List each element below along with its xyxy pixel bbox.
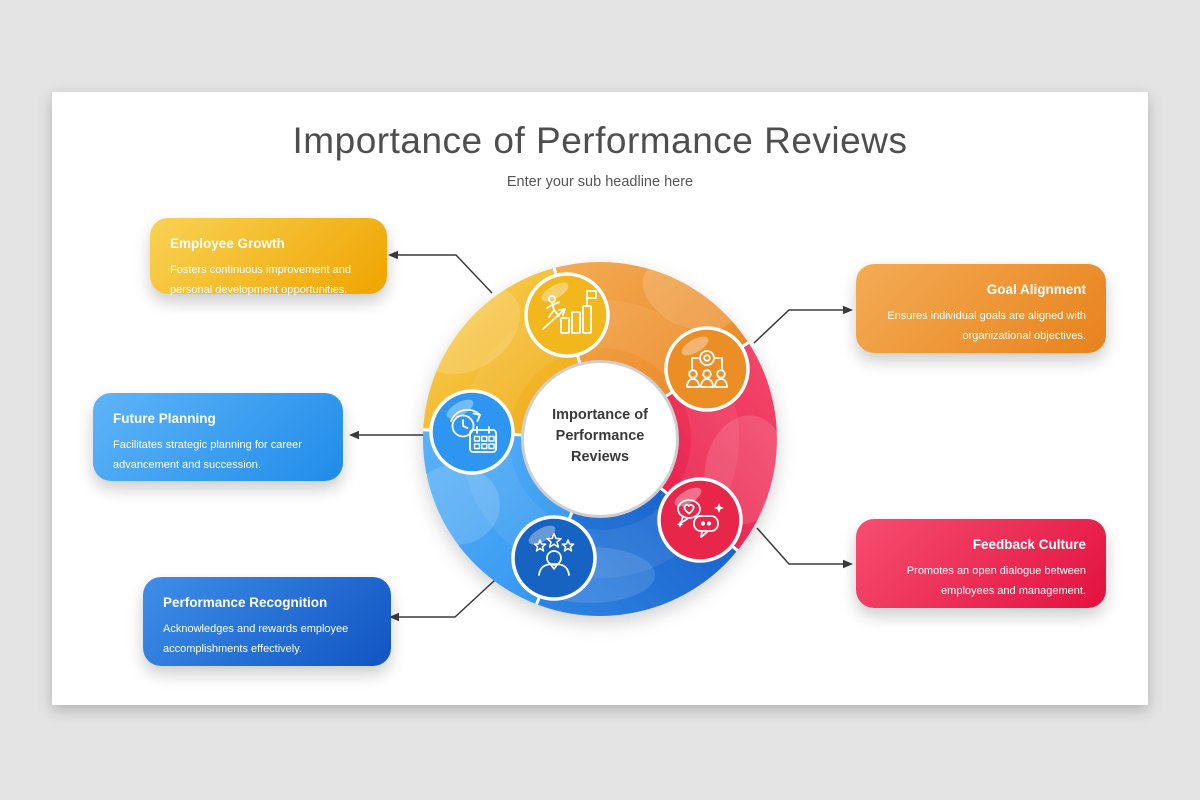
arrowhead-left-icon <box>388 250 398 260</box>
connector-goal-alignment <box>753 309 844 344</box>
growth-stairs-flag-icon <box>542 290 597 334</box>
callout-description: Promotes an open dialogue between employ… <box>906 565 1086 597</box>
center-circle[interactable] <box>521 360 679 518</box>
callout-description: Acknowledges and rewards employee accomp… <box>163 623 349 655</box>
callout-title: Employee Growth <box>170 236 285 251</box>
clock-calendar-icon <box>450 408 497 453</box>
icon-circle-goal-alignment[interactable] <box>664 326 750 412</box>
connector-arrowheads <box>349 250 853 622</box>
team-target-icon <box>686 350 728 388</box>
callout-title: Goal Alignment <box>986 282 1086 297</box>
page-subtitle[interactable]: Enter your sub headline here <box>506 174 694 190</box>
icon-circle-future-planning[interactable] <box>429 389 515 475</box>
callout-performance-recognition[interactable]: Performance Recognition Acknowledges and… <box>143 577 391 666</box>
callout-description: Ensures individual goals are aligned wit… <box>887 310 1086 342</box>
connector-employee-growth <box>396 254 493 294</box>
arrowhead-left-icon <box>349 430 359 440</box>
icon-circle-employee-growth[interactable] <box>524 272 610 358</box>
callout-future-planning[interactable]: Future Planning Facilitates strategic pl… <box>93 393 343 481</box>
callout-title: Performance Recognition <box>163 595 328 610</box>
callout-goal-alignment[interactable]: Goal Alignment Ensures individual goals … <box>856 264 1106 353</box>
callout-title: Feedback Culture <box>972 537 1086 552</box>
callout-feedback-culture[interactable]: Feedback Culture Promotes an open dialog… <box>856 519 1106 608</box>
connector-feedback-culture <box>756 527 844 565</box>
callout-description: Fosters continuous improvement and perso… <box>170 264 351 296</box>
connector-lines <box>357 254 844 618</box>
center-circle-label: Importance of Performance Reviews <box>552 407 648 465</box>
icon-circle-performance-recognition[interactable] <box>511 515 597 601</box>
chat-bubbles-icon <box>676 499 724 538</box>
arrowhead-left-icon <box>389 612 399 622</box>
person-stars-icon <box>533 532 575 576</box>
page-title[interactable]: Importance of Performance Reviews <box>292 120 908 161</box>
callout-description: Facilitates strategic planning for caree… <box>113 439 302 471</box>
arrowhead-right-icon <box>843 559 853 569</box>
icon-circle-feedback-culture[interactable] <box>657 477 743 563</box>
arrowhead-right-icon <box>843 305 853 315</box>
connector-performance-recognition <box>397 579 496 618</box>
callout-employee-growth[interactable]: Employee Growth Fosters continuous impro… <box>150 218 387 296</box>
callout-title: Future Planning <box>113 411 216 426</box>
